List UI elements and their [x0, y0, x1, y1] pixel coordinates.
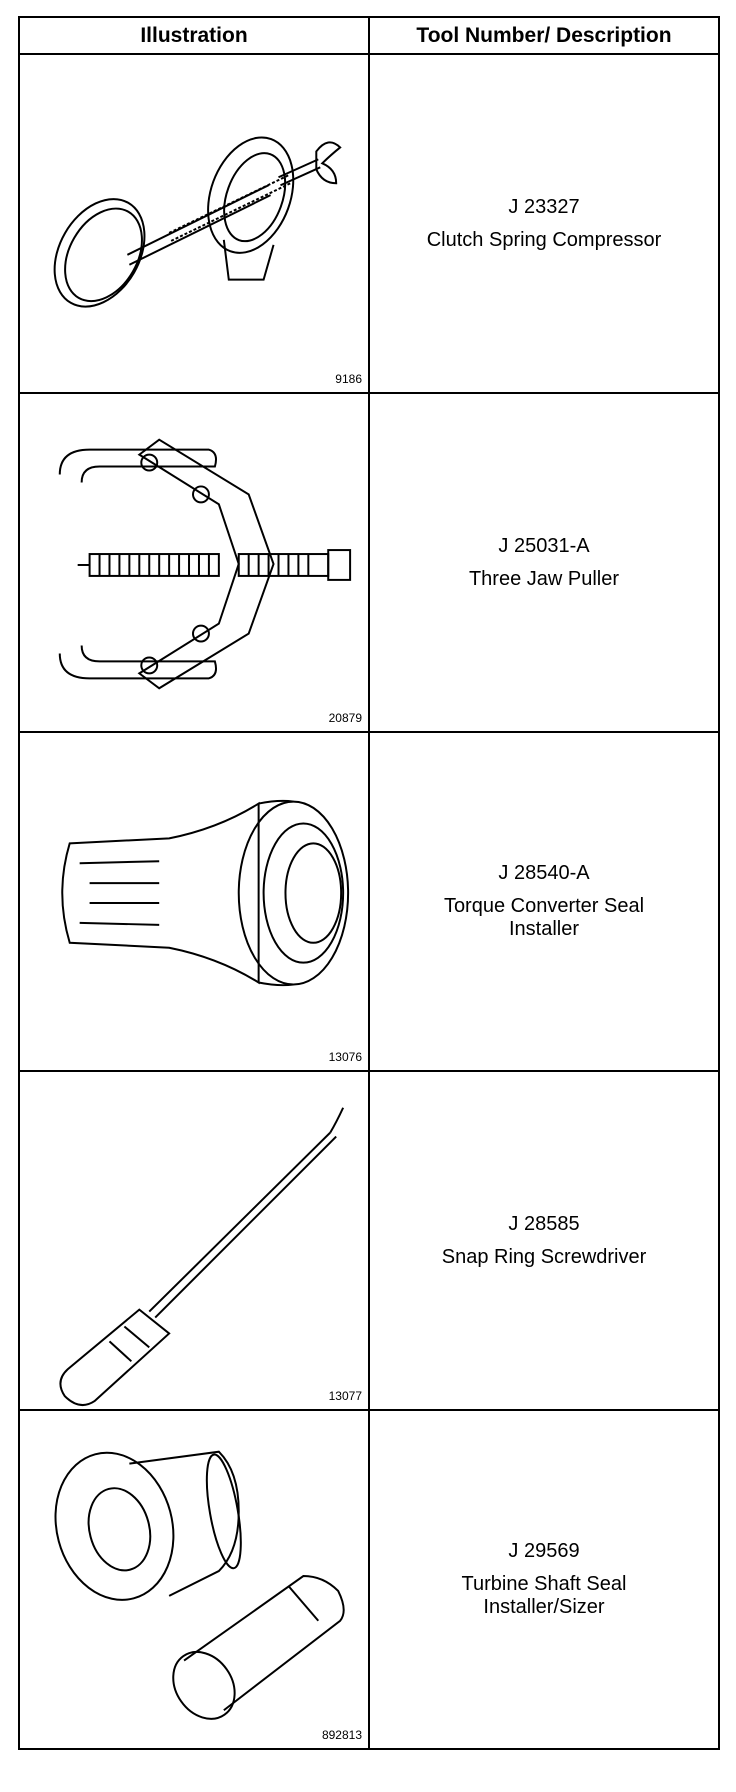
screwdriver-illustration — [59, 1107, 345, 1407]
illustration-cell: 9186 — [18, 53, 370, 394]
seal-installer-illustration — [61, 799, 350, 987]
tool-number: J 29569 — [508, 1540, 580, 1562]
table-row: 20879 J 25031-A Three Jaw Puller — [18, 392, 720, 733]
figure-number: 20879 — [328, 711, 362, 725]
description-cell: J 28540-A Torque Converter Seal Installe… — [368, 731, 720, 1072]
figure-number: 13076 — [328, 1050, 362, 1064]
tool-description: Clutch Spring Compressor — [426, 228, 662, 251]
description-cell: J 28585 Snap Ring Screwdriver — [368, 1070, 720, 1411]
tool-description: Snap Ring Screwdriver — [441, 1245, 647, 1268]
illustration-cell: 13076 — [18, 731, 370, 1072]
illustration-cell: 20879 — [18, 392, 370, 733]
description-cell: J 23327 Clutch Spring Compressor — [368, 53, 720, 394]
three-jaw-puller-illustration — [58, 438, 352, 690]
table-row: 892813 J 29569 Turbine Shaft Seal Instal… — [18, 1409, 720, 1750]
figure-number: 9186 — [335, 372, 362, 386]
tool-number: J 28540-A — [498, 862, 590, 884]
tool-description: Torque Converter Seal Installer — [443, 895, 645, 940]
description-header: Tool Number/ Description — [368, 16, 720, 55]
table-header-row: Illustration Tool Number/ Description — [18, 16, 720, 55]
description-cell: J 25031-A Three Jaw Puller — [368, 392, 720, 733]
illustration-header: Illustration — [18, 16, 370, 55]
description-cell: J 29569 Turbine Shaft Seal Installer/Siz… — [368, 1409, 720, 1750]
figure-number: 13077 — [328, 1389, 362, 1403]
table-row: 13077 J 28585 Snap Ring Screwdriver — [18, 1070, 720, 1411]
tool-sheet: Illustration Tool Number/ Description — [18, 16, 720, 1772]
tool-description: Turbine Shaft Seal Installer/Sizer — [461, 1573, 627, 1618]
tool-number: J 23327 — [508, 195, 580, 218]
turbine-seal-installer-illustration — [54, 1450, 345, 1720]
special-tools-table: Illustration Tool Number/ Description — [18, 16, 720, 1750]
illustration-cell: 13077 — [18, 1070, 370, 1411]
tool-number: J 25031-A — [498, 534, 590, 557]
figure-number: 892813 — [321, 1728, 362, 1742]
tool-description: Three Jaw Puller — [468, 567, 620, 590]
clutch-spring-compressor-illustration — [53, 136, 342, 308]
tool-number: J 28585 — [508, 1212, 580, 1235]
table-row: 13076 J 28540-A Torque Converter Seal In… — [18, 731, 720, 1072]
illustration-cell: 892813 — [18, 1409, 370, 1750]
table-row: 9186 J 23327 Clutch Spring Compressor — [18, 53, 720, 394]
